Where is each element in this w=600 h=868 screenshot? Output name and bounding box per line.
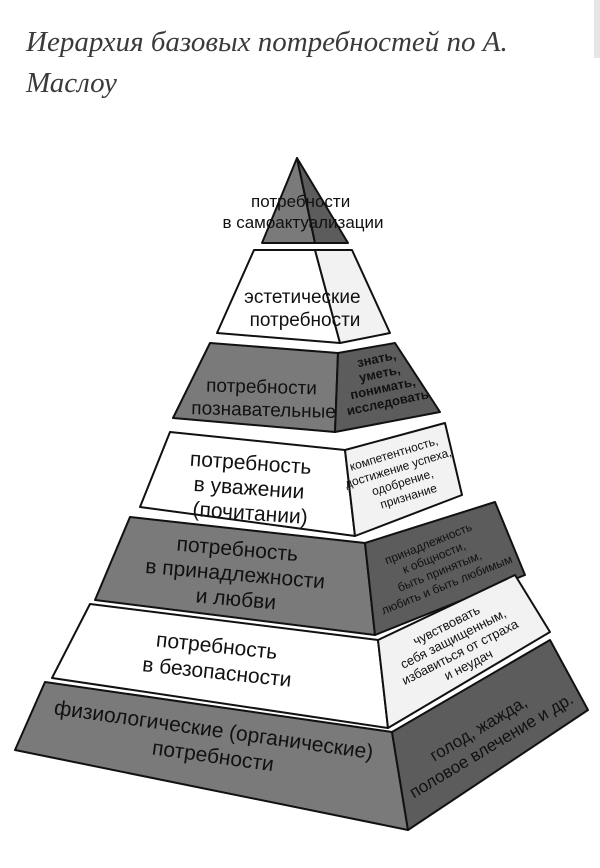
level-self-actualization-line-2: в самоактуализации [222,213,383,232]
level-belonging-side [364,501,526,636]
level-aesthetic: эстетические потребности [216,249,391,344]
level-cognitive-line-2: познавательные [191,398,336,423]
level-aesthetic-line-2: потребности [250,310,361,331]
level-self-actualization-line-1: потребности [251,192,350,211]
level-esteem-side [344,422,463,537]
level-aesthetic-side [314,249,391,344]
level-cognitive-side [334,342,441,433]
level-cognitive-line-1: потребности [206,375,317,399]
level-cognitive: потребности познавательные знать, уметь,… [172,342,441,433]
level-safety-side [377,574,551,729]
level-self-actualization-label: потребности в самоактуализации [222,192,383,232]
level-aesthetic-label: эстетические потребности [244,287,366,331]
level-aesthetic-line-1: эстетические [244,287,360,308]
level-safety: потребность в безопасности чувствовать с… [51,574,551,729]
scroll-edge [594,0,600,58]
level-physiological-side [391,639,589,831]
level-cognitive-label: потребности познавательные [191,375,337,423]
level-esteem: потребность в уважении (почитании) компе… [139,422,463,537]
level-belonging-label: потребность в принадлежности и любви [142,530,334,619]
level-physiological: физиологические (органические) потребнос… [14,639,589,831]
caption: Иерархия базовых потребностей по А. Масл… [26,26,508,99]
level-self-actualization-side [296,157,349,244]
level-esteem-label: потребность в уважении (почитании) [186,448,318,530]
level-self-actualization: потребности в самоактуализации [222,157,384,244]
